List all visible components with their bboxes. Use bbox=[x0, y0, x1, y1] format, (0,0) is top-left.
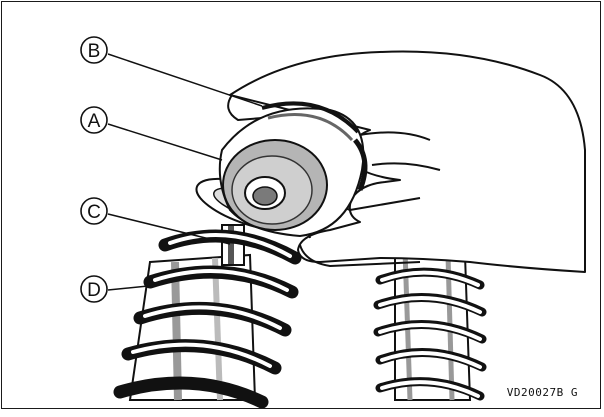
callout-d: D bbox=[81, 276, 107, 302]
rear-shock-left bbox=[120, 225, 295, 402]
callout-b-label: B bbox=[88, 41, 101, 62]
callout-d-label: D bbox=[87, 280, 101, 301]
callout-a: A bbox=[81, 107, 107, 133]
leader-line-b bbox=[108, 54, 262, 106]
preload-adjuster bbox=[191, 103, 365, 242]
figure-reference-code: VD20027B G bbox=[507, 386, 578, 399]
callout-c: C bbox=[81, 198, 107, 224]
callout-a-label: A bbox=[88, 111, 101, 132]
callout-b: B bbox=[81, 37, 107, 63]
callout-c-label: C bbox=[87, 202, 101, 223]
leader-line-a bbox=[108, 124, 222, 160]
rear-shock-right bbox=[378, 245, 482, 400]
